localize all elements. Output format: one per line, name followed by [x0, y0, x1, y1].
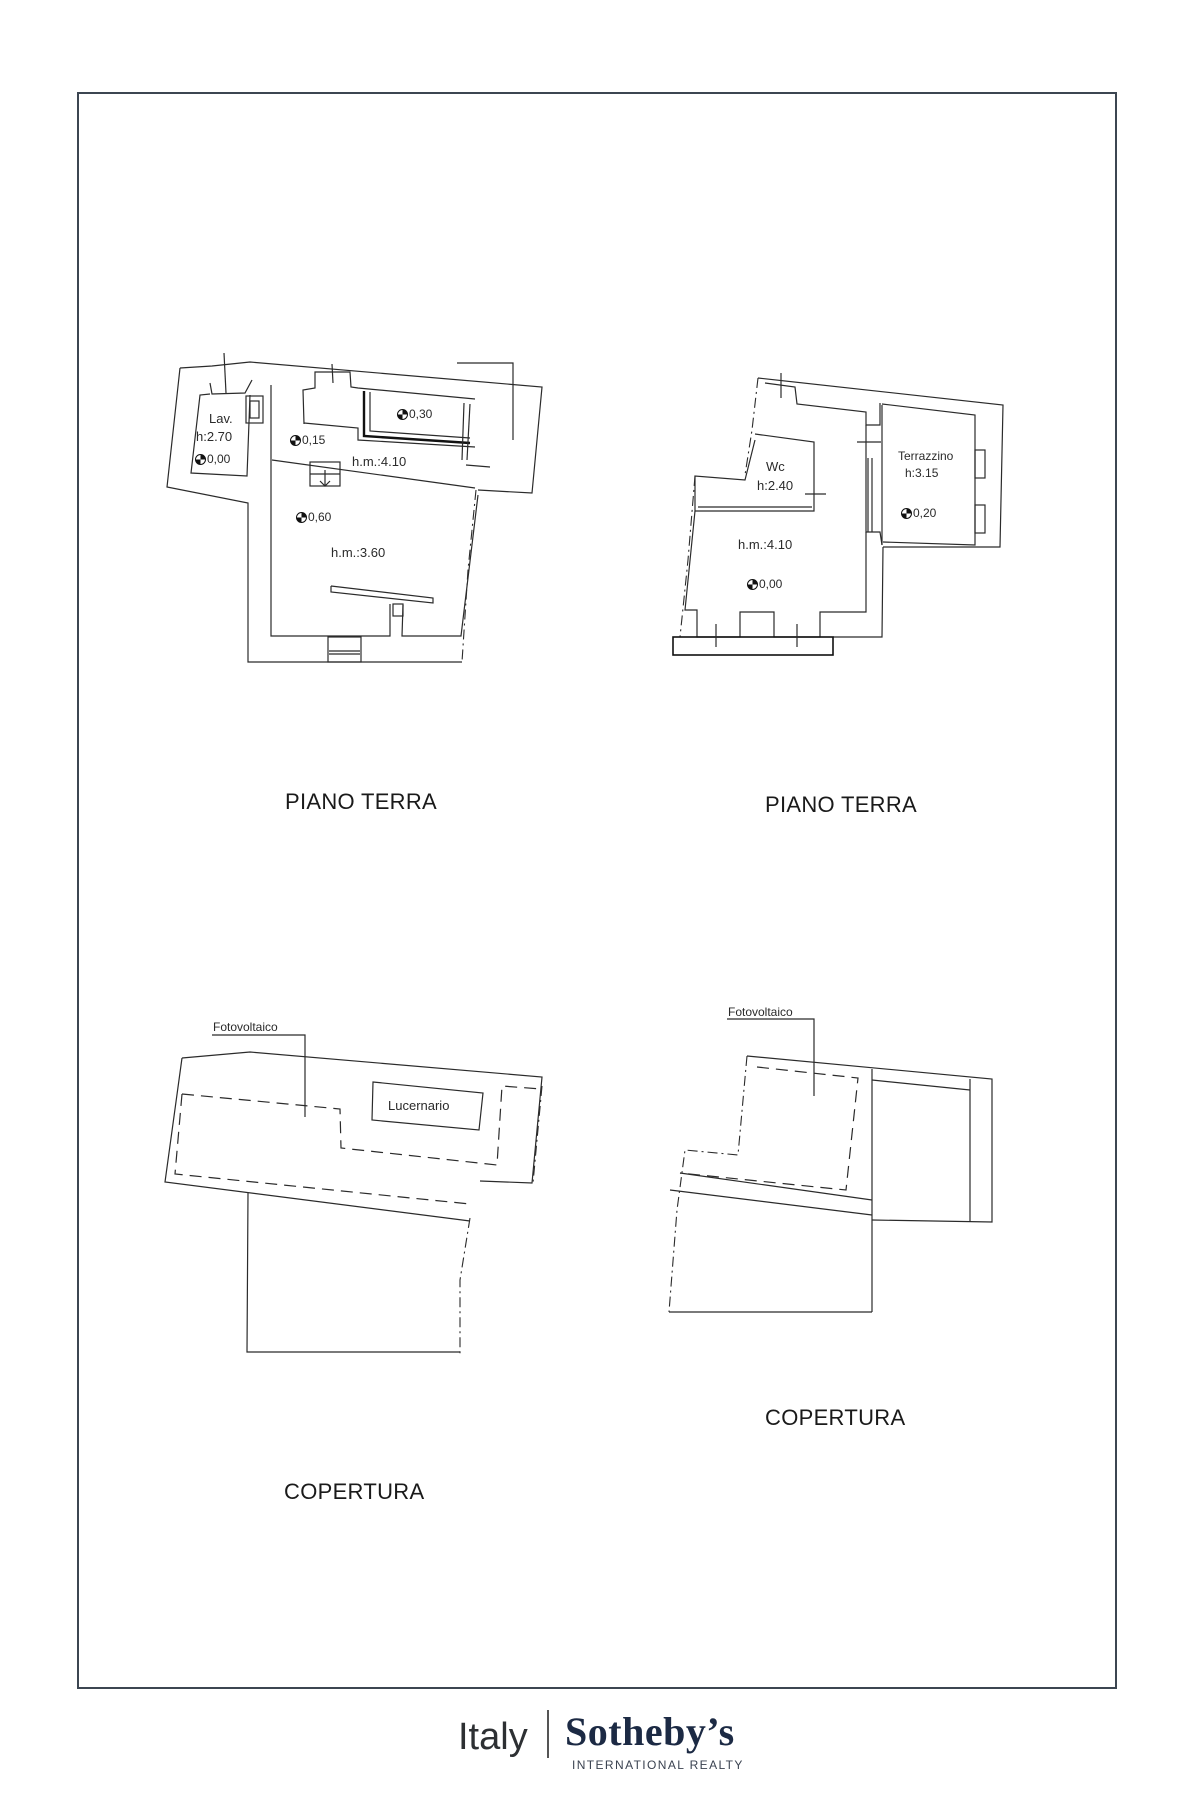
room-height-terrazzino: h:3.15 — [905, 466, 939, 480]
room-height-lav: h:2.70 — [196, 429, 233, 444]
room-label-lav: Lav. — [209, 411, 233, 426]
roof-right — [668, 1018, 993, 1313]
room-height-upper: h.m.:4.10 — [352, 454, 407, 469]
logo-region: Italy — [458, 1716, 528, 1758]
level-datum-icon — [397, 408, 408, 420]
level-marker: 0,20 — [901, 507, 936, 519]
room-height-wc: h:2.40 — [757, 478, 794, 493]
level-marker: 0,00 — [747, 578, 782, 590]
callout-fotovoltaico: Fotovoltaico — [213, 1020, 278, 1034]
plan-caption-right: PIANO TERRA — [765, 792, 918, 817]
level-marker: 0,60 — [296, 511, 331, 523]
plan-caption-left: PIANO TERRA — [285, 789, 438, 814]
plan-ground-left — [166, 352, 543, 663]
roof-caption-right: COPERTURA — [765, 1405, 906, 1430]
room-label-terrazzino: Terrazzino — [898, 449, 954, 463]
room-label-wc: Wc — [766, 459, 785, 474]
room-height-main: h.m.:4.10 — [738, 537, 793, 552]
level-datum-icon — [290, 434, 301, 446]
callout-fotovoltaico: Fotovoltaico — [728, 1005, 793, 1019]
room-height-lower: h.m.:3.60 — [331, 545, 386, 560]
roof-caption-left: COPERTURA — [284, 1479, 425, 1504]
skylight-label: Lucernario — [388, 1098, 450, 1113]
level-datum-icon — [195, 453, 206, 465]
level-marker: 0,30 — [397, 408, 432, 420]
level-datum-icon — [296, 511, 307, 523]
logo-divider — [547, 1710, 549, 1758]
plan-ground-right — [672, 373, 1004, 656]
roof-left — [164, 1034, 543, 1355]
level-marker: 0,15 — [290, 434, 325, 446]
logo-subtitle: INTERNATIONAL REALTY — [572, 1758, 744, 1772]
level-datum-icon — [747, 578, 758, 590]
level-marker: 0,00 — [195, 453, 230, 465]
level-datum-icon — [901, 507, 912, 519]
logo-brand: Sotheby’s — [565, 1709, 735, 1754]
drawing-frame — [77, 92, 1117, 1689]
